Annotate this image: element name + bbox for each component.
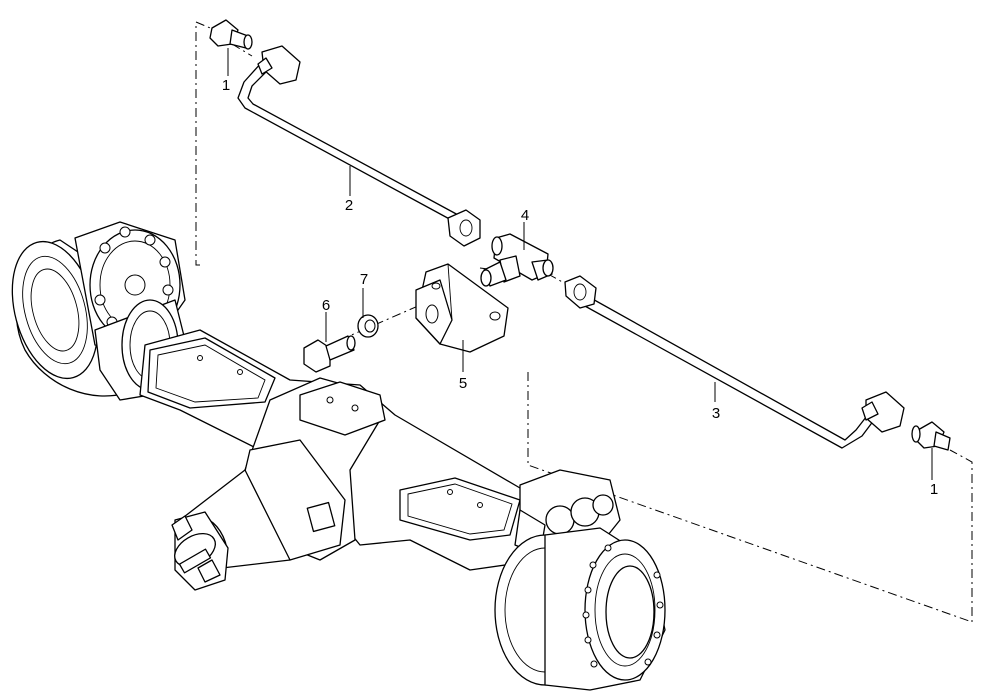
washer (357, 314, 379, 338)
callout-7: 7 (360, 271, 368, 288)
tee-fitting (480, 233, 554, 287)
callout-1-upper: 1 (222, 77, 230, 94)
brake-pipe-upper (237, 45, 481, 247)
fitting-lower (911, 421, 951, 451)
right-wheel-hub (494, 469, 666, 691)
callout-5: 5 (459, 375, 467, 392)
callout-1-lower: 1 (930, 481, 938, 498)
axle-housing (11, 221, 666, 691)
leader-lines (227, 48, 933, 480)
input-yoke (171, 511, 229, 591)
left-wheel-hub (11, 221, 186, 401)
callout-4: 4 (521, 207, 529, 224)
fitting-upper (209, 19, 253, 50)
bolt (303, 335, 356, 373)
callouts: 1 2 4 7 6 5 3 1 (222, 77, 938, 498)
callout-2: 2 (345, 197, 353, 214)
mounting-bracket (415, 263, 509, 353)
brake-pipe-lower (564, 275, 905, 449)
callout-3: 3 (712, 405, 720, 422)
callout-6: 6 (322, 297, 330, 314)
